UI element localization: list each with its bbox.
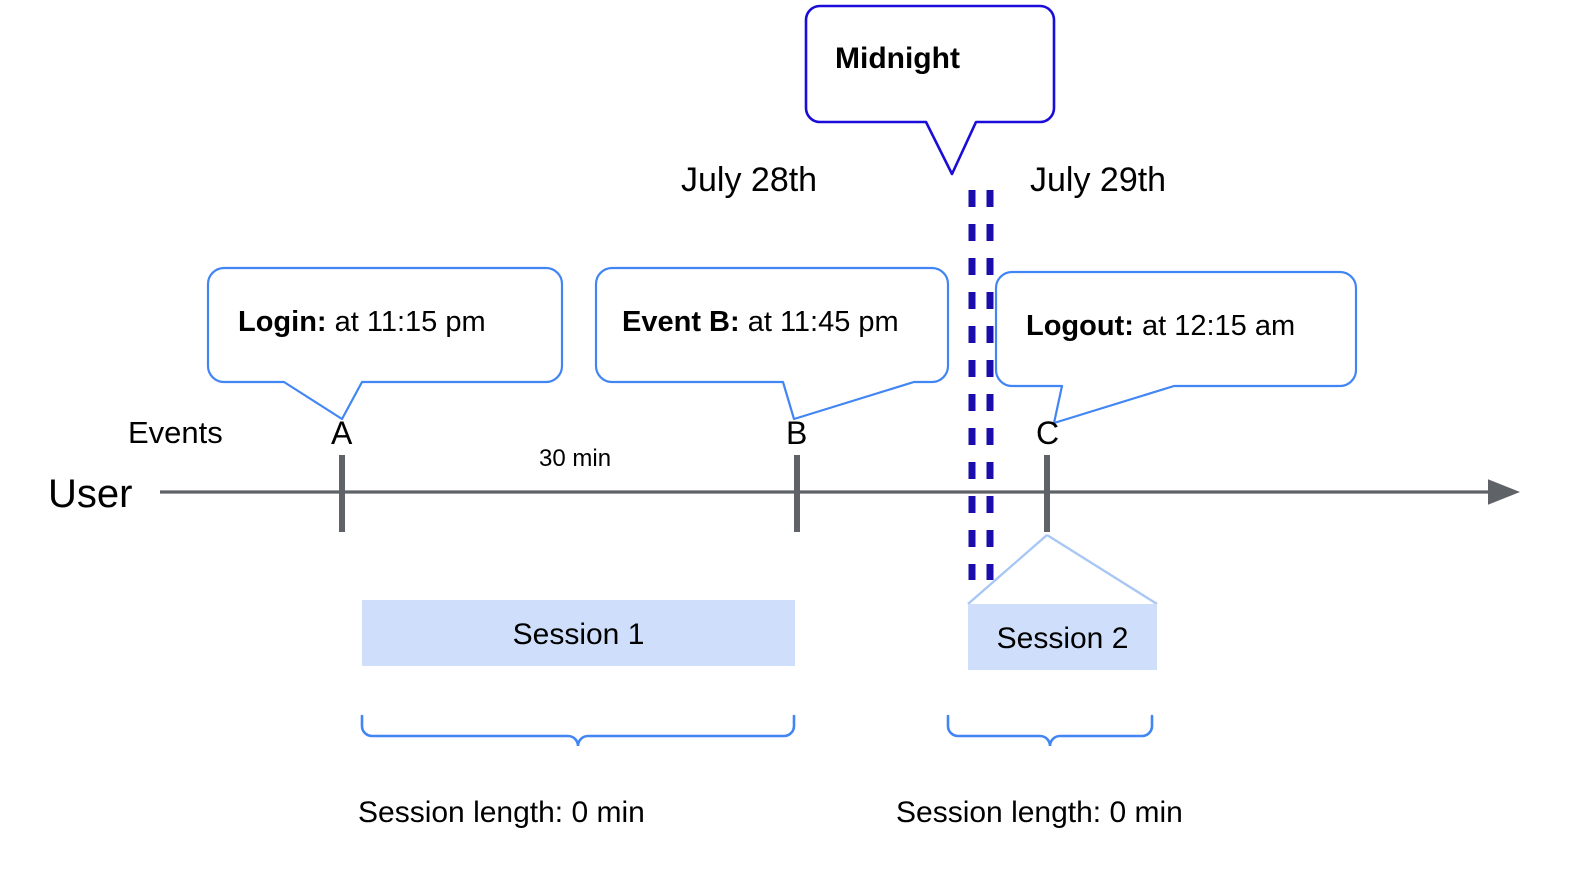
session-1-length-label: Session length: 0 min xyxy=(358,796,645,829)
user-row-label: User xyxy=(48,472,133,516)
login-callout-shape xyxy=(206,266,564,421)
eventb-callout-label: Event B: at 11:45 pm xyxy=(622,306,899,339)
date-label-right: July 29th xyxy=(1030,161,1167,199)
event-marker-c: C xyxy=(1036,415,1060,451)
events-row-label: Events xyxy=(128,415,223,450)
eventb-callout-rest: at 11:45 pm xyxy=(739,306,899,338)
eventb-callout-shape xyxy=(594,266,950,421)
session-1-brace xyxy=(360,714,796,747)
session-2-bar-shape xyxy=(968,604,1157,670)
login-callout-bold: Login: xyxy=(238,306,327,338)
session-2-connector xyxy=(967,533,1158,606)
midnight-dashed-line xyxy=(968,190,994,580)
session-2-brace xyxy=(946,714,1154,747)
session-2-label: Session 2 xyxy=(996,622,1129,655)
session-2-length-label: Session length: 0 min xyxy=(896,796,1183,829)
session-1-bar-shape xyxy=(362,600,795,666)
eventb-callout-bold: Event B: xyxy=(622,306,740,338)
interval-label-30min: 30 min xyxy=(539,445,612,472)
event-marker-b: B xyxy=(786,415,808,451)
event-marker-a: A xyxy=(331,415,353,451)
login-callout-rest: at 11:15 pm xyxy=(326,306,486,338)
midnight-callout-label: Midnight xyxy=(835,42,960,75)
logout-callout-shape xyxy=(994,270,1358,425)
date-label-left: July 28th xyxy=(681,161,818,199)
login-callout-label: Login: at 11:15 pm xyxy=(238,306,486,339)
logout-callout-rest: at 12:15 am xyxy=(1133,310,1296,342)
midnight-callout-shape xyxy=(804,4,1056,176)
session-1-label: Session 1 xyxy=(512,618,645,651)
logout-callout-label: Logout: at 12:15 am xyxy=(1026,310,1295,343)
logout-callout-bold: Logout: xyxy=(1026,310,1134,342)
